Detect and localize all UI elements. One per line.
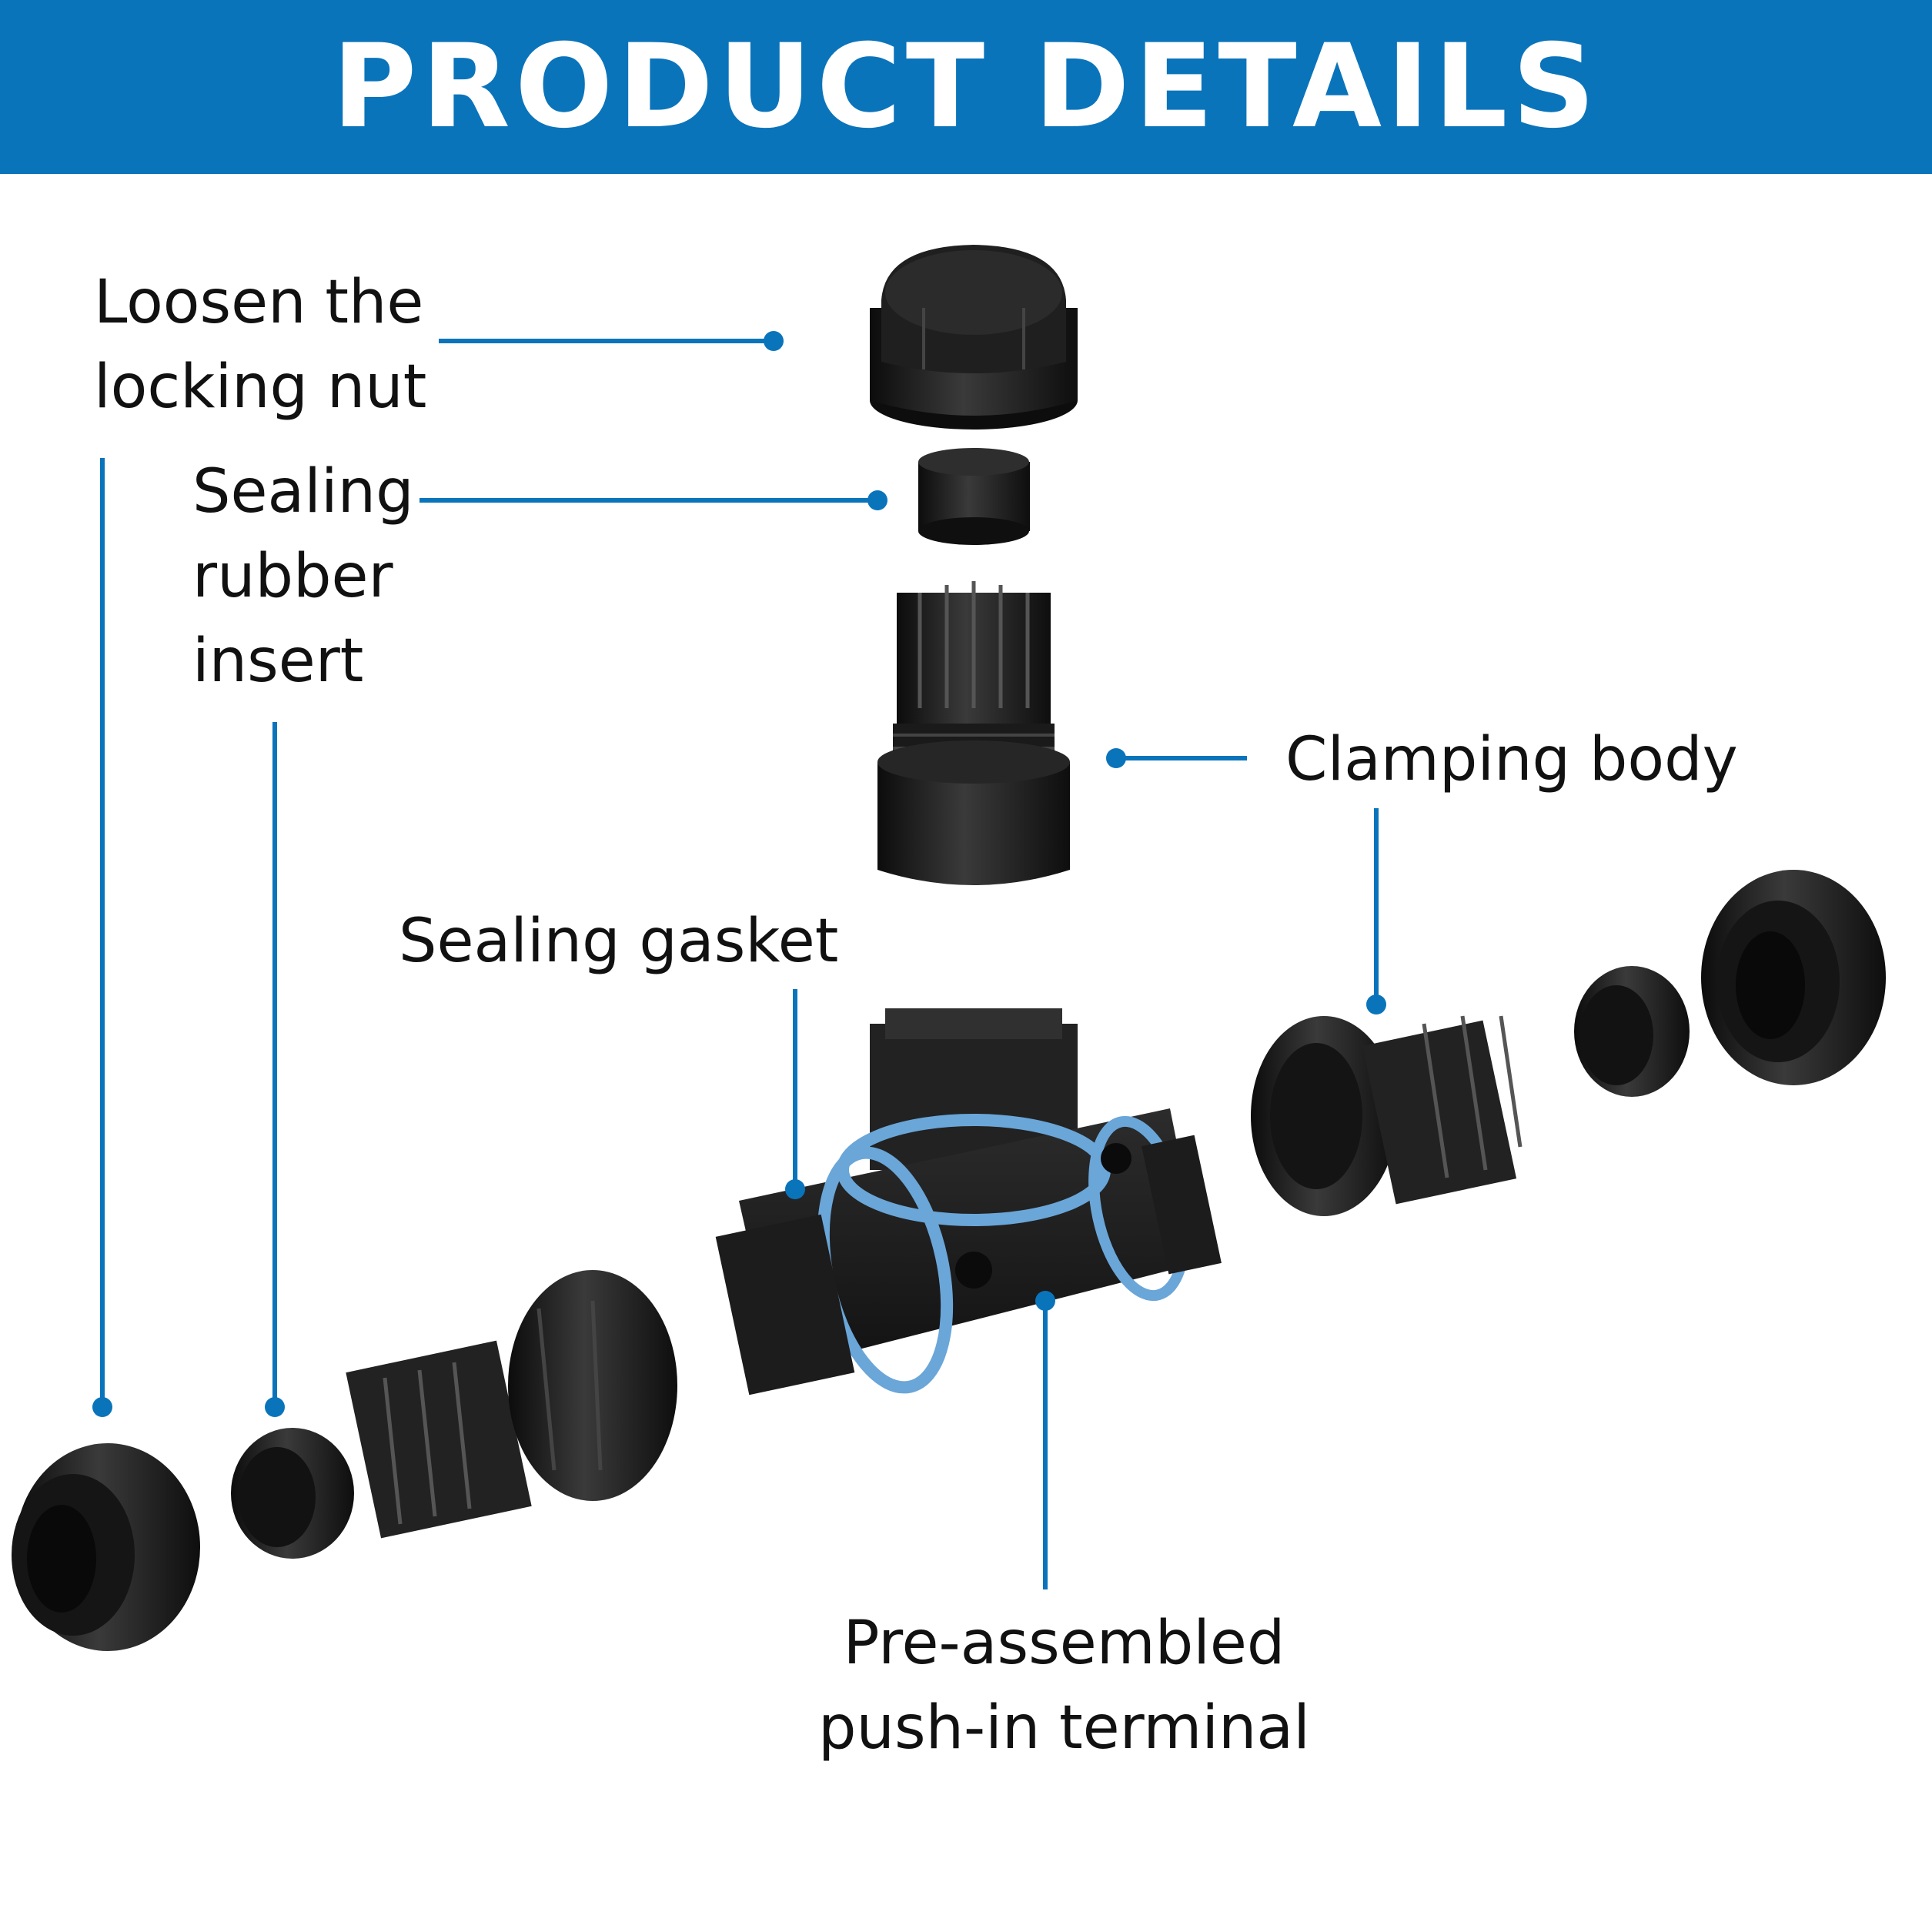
right-locking-nut xyxy=(1701,870,1886,1085)
top-rubber-insert xyxy=(918,448,1030,545)
t-junction-body xyxy=(715,1008,1222,1396)
left-locking-nut xyxy=(12,1443,200,1651)
label-clamping-body: Clamping body xyxy=(1285,725,1738,794)
page-title: PRODUCT DETAILS xyxy=(332,20,1600,154)
left-clamping-body xyxy=(346,1270,677,1539)
top-locking-nut xyxy=(870,245,1078,430)
callouts xyxy=(92,331,1386,1589)
label-push-in-terminal: Pre-assembled push-in terminal xyxy=(818,1609,1310,1763)
header-banner: PRODUCT DETAILS xyxy=(0,0,1932,174)
label-locking-nut: Loosen the locking nut xyxy=(94,268,427,422)
top-clamping-body xyxy=(877,581,1070,885)
right-clamping-body xyxy=(1251,1015,1523,1216)
label-sealing-gasket: Sealing gasket xyxy=(399,907,839,976)
label-rubber-insert: Sealing rubber insert xyxy=(192,457,414,696)
right-rubber-insert xyxy=(1574,966,1690,1097)
left-rubber-insert xyxy=(231,1428,354,1559)
